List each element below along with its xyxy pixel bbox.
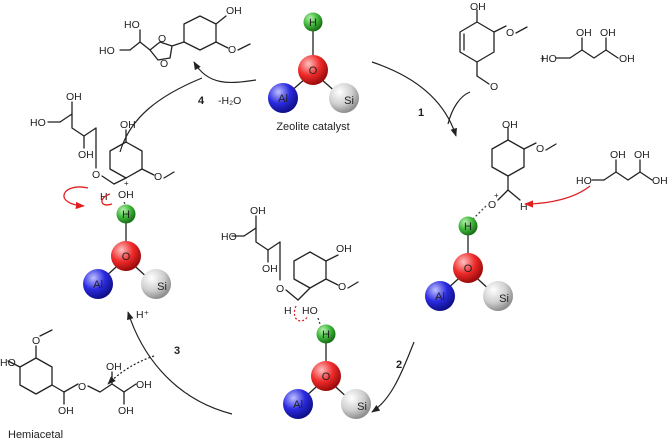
- product-phenol-oh: OH: [226, 5, 242, 17]
- oxonium-charge: +: [494, 191, 499, 200]
- bottom-al-label: Al: [293, 399, 303, 411]
- oxygen-atom-ball: [298, 55, 328, 85]
- bottom-red-arrow: [293, 305, 309, 322]
- vanillin-aldehyde-o: O: [490, 81, 498, 93]
- product-ho-2: HO: [124, 19, 140, 31]
- aluminum-label: Al: [278, 93, 288, 105]
- protonated-hemiacetal: HO OH OH O OH O H OH +: [30, 91, 175, 215]
- activated-methoxy-o: O: [536, 143, 544, 155]
- left-ho-1: HO: [30, 117, 46, 129]
- silicon-atom-ball: [329, 83, 359, 113]
- step1-arrow: [371, 61, 457, 137]
- erythritol-oh-3: OH: [600, 27, 616, 39]
- activated-carbonyl-o: O: [488, 199, 496, 211]
- hemiacetal-oh-4: OH: [136, 379, 152, 391]
- bottom-o-label: O: [322, 371, 331, 383]
- bottom-hemiacetal-oh: HO: [302, 305, 318, 317]
- silicon-label: Si: [344, 95, 354, 107]
- hemiacetal-caption: Hemiacetal: [8, 429, 63, 441]
- plus-sign: +: [540, 53, 546, 65]
- erythritol-right-oh-3: OH: [634, 149, 650, 161]
- erythritol-oh-4: OH: [619, 53, 635, 65]
- left-ether-o: O: [92, 169, 100, 181]
- zeolite-catalyst-bottom: H O Al Si: [283, 324, 371, 419]
- hemiacetal-methoxy-o: O: [32, 335, 40, 347]
- vanillin-methoxy-o: O: [506, 27, 514, 39]
- erythritol-reactant: HO OH OH OH: [541, 27, 635, 65]
- erythritol-oh-2: OH: [576, 27, 592, 39]
- water-loss-label: -H₂O: [218, 95, 241, 107]
- erythritol-right-oh-2: OH: [610, 149, 626, 161]
- left-red-arrow-2: [101, 193, 113, 206]
- left-oh-3: OH: [78, 149, 94, 161]
- hemiacetal-oh-3: OH: [118, 405, 134, 417]
- right-o-label: O: [464, 263, 473, 275]
- erythritol-right-oh-4: OH: [652, 175, 668, 187]
- bottom-ether-o: O: [276, 283, 284, 295]
- bottom-oh-3: OH: [262, 263, 278, 275]
- addition-intermediate: HO OH OH O OH O H HO: [221, 205, 359, 331]
- hemiacetal-phenol-ho: HO: [0, 357, 16, 369]
- step4-arc: [119, 77, 203, 153]
- bottom-methoxy-o: O: [338, 281, 346, 293]
- oxygen-label: O: [309, 65, 318, 77]
- left-oh-protonated: OH: [118, 189, 134, 201]
- zeolite-catalyst-right: H O Al Si: [425, 216, 513, 311]
- left-h-label: H: [122, 209, 130, 221]
- step3-arrow: [127, 311, 233, 415]
- step2-arrow: [371, 341, 415, 413]
- left-methoxy-o: O: [154, 171, 162, 183]
- bottom-phenol-oh: OH: [336, 243, 352, 255]
- activated-aldehyde-h: H: [520, 201, 528, 213]
- product-ring-o1: O: [158, 33, 166, 45]
- nucleophilic-attack-arrow: [524, 185, 591, 208]
- vanillin-reactant: OH O O: [459, 1, 528, 93]
- hydrogen-label: H: [309, 17, 317, 29]
- left-charge: +: [124, 179, 129, 188]
- activated-oh-label: OH: [502, 119, 518, 131]
- step4-label: 4: [198, 95, 205, 107]
- erythritol-ho-1: HO: [541, 53, 557, 65]
- zeolite-catalyst-top: H O Al Si Zeolite catalyst: [268, 12, 359, 133]
- acetal-product: HO HO O O OH O: [99, 5, 251, 70]
- hemiacetal-oh-2: OH: [106, 361, 122, 373]
- vanillin-oh-label: OH: [470, 1, 486, 13]
- product-ring-o2: O: [160, 58, 168, 70]
- left-red-arrow-1: [63, 186, 89, 210]
- right-h-label: H: [464, 221, 472, 233]
- bottom-oh-2: OH: [250, 205, 266, 217]
- step3-label: 3: [174, 345, 180, 357]
- aluminum-atom-ball: [268, 83, 298, 113]
- zeolite-catalyst-left: H O Al Si: [83, 204, 171, 299]
- left-o-label: O: [122, 251, 131, 263]
- bottom-si-label: Si: [357, 401, 367, 413]
- hemiacetal-oh: OH: [58, 405, 74, 417]
- left-oh-2: OH: [66, 91, 82, 103]
- left-al-label: Al: [93, 279, 103, 291]
- proton-label: H⁺: [136, 309, 150, 321]
- bottom-h-label: H: [322, 329, 330, 341]
- hydrogen-atom-ball: [303, 12, 323, 32]
- catalyst-caption: Zeolite catalyst: [276, 121, 349, 133]
- hemiacetal-ether-o: O: [78, 381, 86, 393]
- erythritol-right: HO OH OH OH: [576, 149, 668, 187]
- bottom-ch-h: H: [284, 305, 292, 317]
- left-si-label: Si: [157, 281, 167, 293]
- bottom-ho-1: HO: [221, 231, 237, 243]
- product-methoxy-o: O: [228, 44, 236, 56]
- activated-vanillin: OH O O + H: [471, 119, 557, 221]
- step2-label: 2: [396, 359, 402, 371]
- step1-inlet: [447, 91, 471, 125]
- hemiacetal: HO O OH O OH OH OH Hemiacetal: [0, 329, 152, 441]
- step3-dashed-arrow: [107, 355, 155, 385]
- right-al-label: Al: [435, 291, 445, 303]
- product-ho-1: HO: [99, 45, 115, 57]
- step1-label: 1: [418, 107, 424, 119]
- step4-arrow: [193, 61, 257, 84]
- erythritol-right-ho: HO: [576, 175, 592, 187]
- right-si-label: Si: [499, 293, 509, 305]
